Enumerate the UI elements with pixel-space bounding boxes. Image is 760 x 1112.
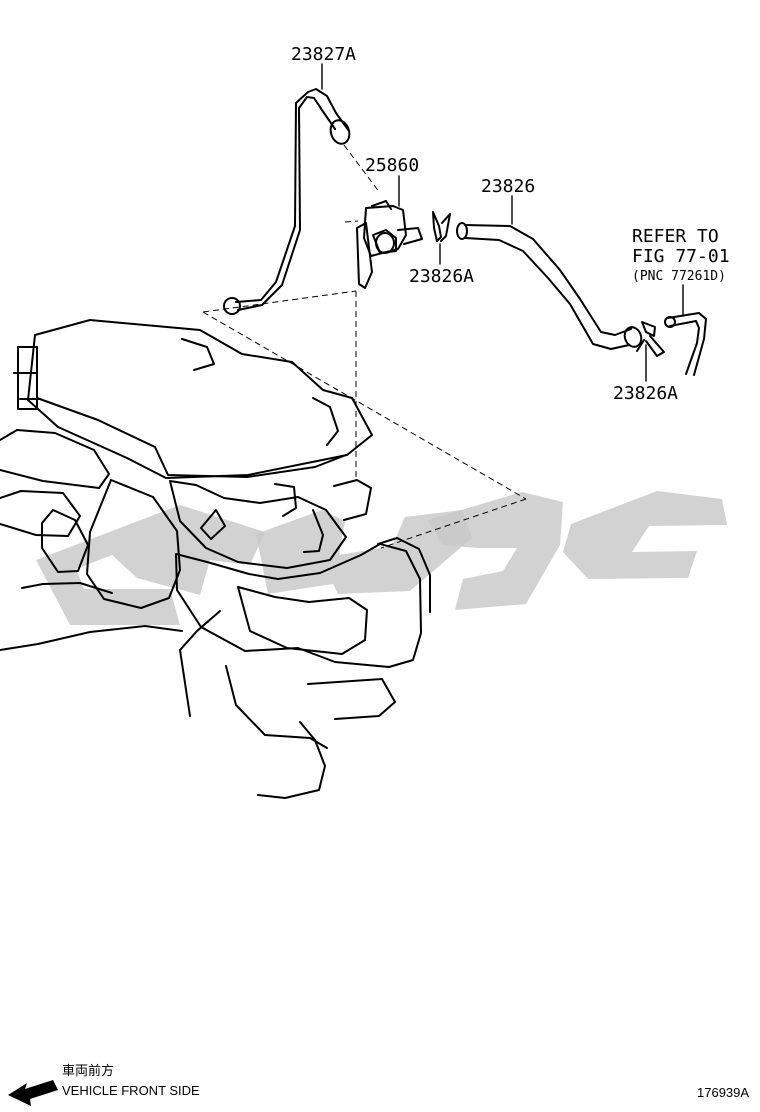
part-label-25860: 25860 (365, 155, 419, 176)
reference-line-1: REFER TO (632, 226, 719, 247)
valve-25860 (356, 200, 423, 289)
part-label-23826: 23826 (481, 176, 535, 197)
figure-id: 176939A (697, 1085, 749, 1100)
hose-23827a (223, 88, 351, 315)
dashed-assembly-lines (202, 144, 527, 549)
clamp-right-23826a (636, 321, 665, 357)
reference-line-2: FIG 77-01 (632, 246, 730, 267)
part-label-23827a: 23827A (291, 44, 356, 65)
part-label-23826a-small-clamp: 23826A (409, 266, 474, 287)
clamp-small-23826a (432, 211, 451, 242)
reference-hose-77261d (664, 312, 707, 376)
vehicle-front-side-label: VEHICLE FRONT SIDE (62, 1083, 200, 1098)
leader-lines (321, 63, 684, 382)
japanese-direction-label: 車両前方 (62, 1063, 114, 1078)
watermark-logo (36, 491, 727, 625)
reference-line-3: (PNC 77261D) (632, 269, 726, 284)
hose-23826 (456, 222, 643, 350)
part-label-23826a-right-clamp: 23826A (613, 383, 678, 404)
vehicle-front-arrow-icon (8, 1080, 58, 1106)
vehicle-front-direction: 車両前方 VEHICLE FRONT SIDE (8, 1063, 200, 1106)
engine-assembly-drawing (0, 319, 431, 799)
